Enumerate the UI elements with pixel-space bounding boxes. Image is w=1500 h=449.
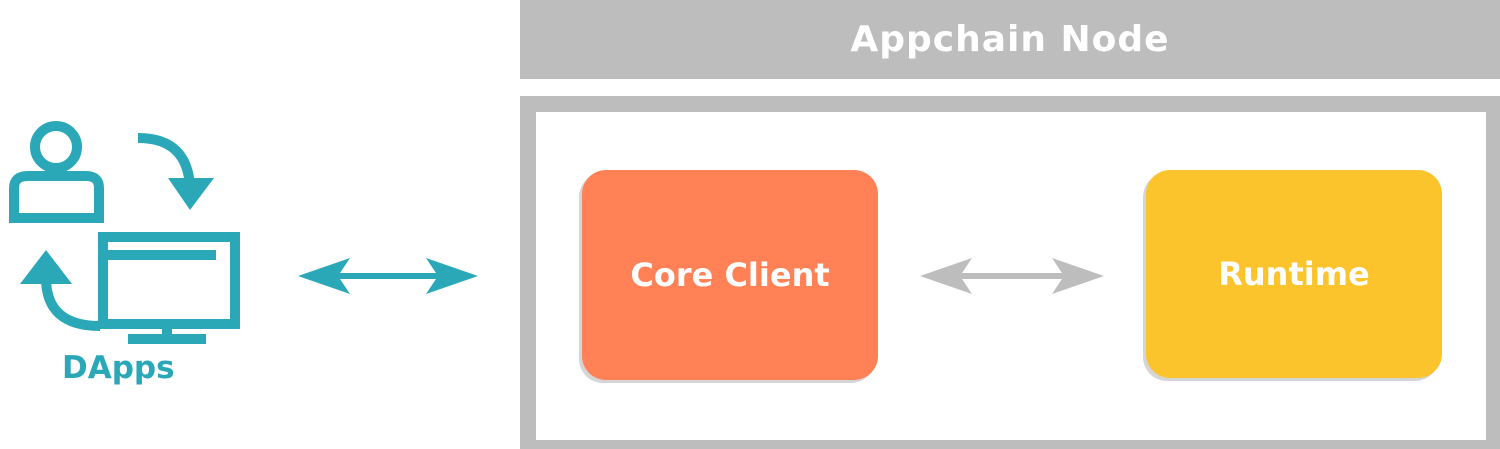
core-client-box: Core Client xyxy=(582,170,878,380)
monitor-icon xyxy=(98,232,240,344)
runtime-box: Runtime xyxy=(1146,170,1442,378)
core-client-label: Core Client xyxy=(630,256,830,294)
cycle-arrow-icon xyxy=(137,133,214,210)
appchain-node-title: Appchain Node xyxy=(850,19,1170,60)
dapps-label: DApps xyxy=(62,350,175,386)
appchain-node-frame-bottom xyxy=(520,440,1500,449)
dapps-node-arrow xyxy=(298,258,478,294)
runtime-label: Runtime xyxy=(1218,255,1370,293)
appchain-node-frame-right xyxy=(1486,96,1500,449)
cycle-arrow-icon xyxy=(20,250,101,331)
appchain-node-header: Appchain Node xyxy=(520,0,1500,79)
user-icon xyxy=(9,121,104,223)
